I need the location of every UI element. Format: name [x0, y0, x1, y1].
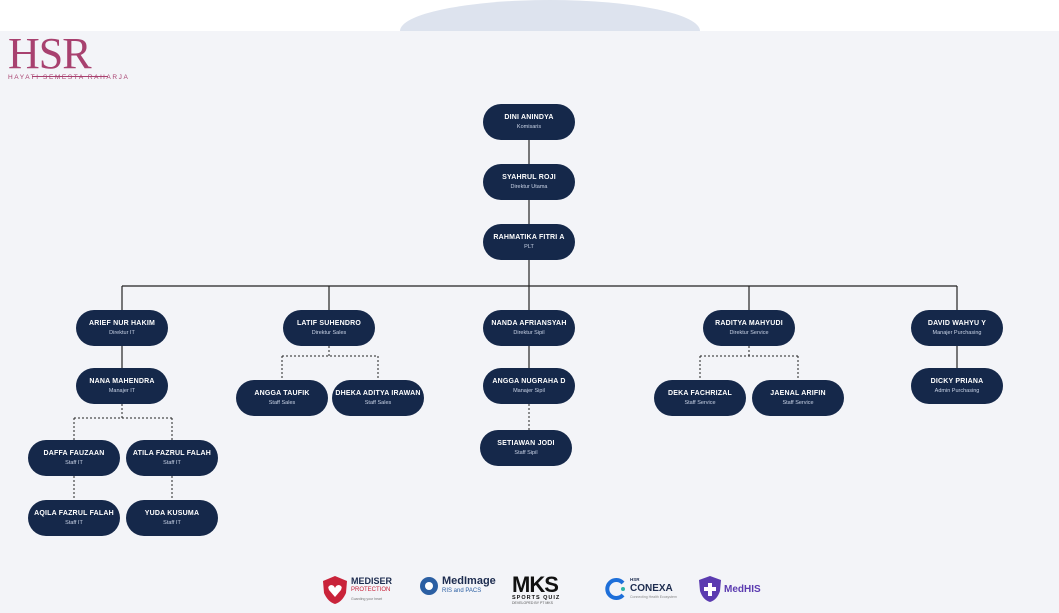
org-node-jaenal: JAENAL ARIFIN Staff Service	[752, 380, 844, 416]
person-role: Direktur Sales	[311, 330, 347, 336]
person-role: Staff IT	[163, 520, 181, 526]
mediser-tag: Guarding your heart	[351, 596, 383, 601]
conexa-logo: HSR CONEXA Connecting Health Ecosystem	[605, 575, 677, 602]
person-name: DEKA FACHRIZAL	[668, 390, 732, 397]
org-node-arief: ARIEF NUR HAKIM Direktur IT	[76, 310, 168, 346]
conexa-name: CONEXA	[630, 583, 673, 594]
person-name: NANA MAHENDRA	[89, 378, 155, 385]
person-role: Direktur IT	[109, 330, 135, 336]
mks-tag: DEVELOPED BY PT MKS	[512, 601, 553, 605]
org-node-setiawan: SETIAWAN JODI Staff Sipil	[480, 430, 572, 466]
person-name: ANGGA TAUFIK	[254, 390, 310, 397]
person-name: LATIF SUHENDRO	[296, 320, 362, 327]
logo-underline	[32, 76, 108, 77]
scanner-icon	[420, 577, 438, 595]
person-role: Direktur Utama	[510, 184, 548, 190]
person-name: DICKY PRIANA	[930, 378, 984, 385]
org-node-aqila: AQILA FAZRUL FALAH Staff IT	[28, 500, 120, 536]
medhis-name: MedHIS	[724, 583, 761, 595]
person-name: AQILA FAZRUL FALAH	[34, 510, 114, 517]
org-node-yuda: YUDA KUSUMA Staff IT	[126, 500, 218, 536]
shield-cross-icon	[699, 576, 721, 602]
org-node-nanda: NANDA AFRIANSYAH Direktur Sipil	[483, 310, 575, 346]
org-node-dheka: DHEKA ADITYA IRAWAN Staff Sales	[332, 380, 424, 416]
person-name: DINI ANINDYA	[504, 114, 554, 121]
person-role: PLT	[524, 244, 534, 250]
org-node-angga-n: ANGGA NUGRAHA D Manajer Sipil	[483, 368, 575, 404]
mediser-name: MEDISER	[351, 575, 393, 586]
org-node-deka: DEKA FACHRIZAL Staff Service	[654, 380, 746, 416]
person-role: Staff Service	[782, 400, 814, 406]
org-node-david: DAVID WAHYU Y Manajer Purchasing	[911, 310, 1003, 346]
mks-sub: SPORTS QUIZ	[512, 595, 561, 601]
mks-logo: MKS SPORTS QUIZ DEVELOPED BY PT MKS	[512, 572, 561, 606]
org-node-latif: LATIF SUHENDRO Direktur Sales	[283, 310, 375, 346]
person-name: RAHMATIKA FITRI A	[493, 234, 565, 241]
person-role: Staff Sipil	[514, 450, 538, 456]
person-name: RADITYA MAHYUDI	[715, 320, 783, 327]
org-node-dini: DINI ANINDYA Komisaris	[483, 104, 575, 140]
person-role: Staff Sales	[268, 400, 296, 406]
person-role: Staff IT	[65, 520, 83, 526]
medimage-name: MedImage	[442, 575, 496, 587]
conexa-c-icon	[605, 577, 625, 600]
person-role: Admin Purchasing	[934, 388, 980, 394]
org-node-dicky: DICKY PRIANA Admin Purchasing	[911, 368, 1003, 404]
company-name: HAYATI SEMESTA RAHARJA	[8, 74, 130, 81]
person-role: Manajer Sipil	[513, 388, 545, 394]
person-role: Staff IT	[65, 460, 83, 466]
person-name: SYAHRUL ROJI	[502, 174, 556, 181]
medhis-logo: MedHIS	[698, 575, 761, 603]
partner-logos: MEDISER PROTECTION Guarding your heart M…	[0, 572, 1059, 612]
person-role: Staff Sales	[364, 400, 392, 406]
person-name: DAFFA FAUZAAN	[43, 450, 105, 457]
medimage-logo: MedImage RIS and PACS	[419, 575, 496, 597]
person-name: SETIAWAN JODI	[497, 440, 555, 447]
person-name: NANDA AFRIANSYAH	[491, 320, 567, 327]
org-node-nana: NANA MAHENDRA Manajer IT	[76, 368, 168, 404]
person-name: ANGGA NUGRAHA D	[492, 378, 566, 385]
person-name: YUDA KUSUMA	[144, 510, 200, 517]
conexa-pre: HSR	[630, 577, 640, 582]
org-node-rahmatika: RAHMATIKA FITRI A PLT	[483, 224, 575, 260]
mediser-sub: PROTECTION	[351, 586, 391, 593]
person-name: DHEKA ADITYA IRAWAN	[335, 390, 421, 397]
person-role: Manajer IT	[108, 388, 136, 394]
person-role: Staff Service	[684, 400, 716, 406]
person-role: Direktur Sipil	[513, 330, 545, 336]
mks-name: MKS	[512, 572, 559, 597]
shield-heart-icon	[323, 576, 347, 604]
org-node-atila: ATILA FAZRUL FALAH Staff IT	[126, 440, 218, 476]
mediser-logo: MEDISER PROTECTION Guarding your heart	[322, 575, 392, 605]
person-name: ARIEF NUR HAKIM	[89, 320, 155, 327]
company-logo: HSR HAYATI SEMESTA RAHARJA	[8, 29, 130, 82]
person-role: Staff IT	[163, 460, 181, 466]
person-name: DAVID WAHYU Y	[927, 320, 987, 327]
org-node-syahrul: SYAHRUL ROJI Direktur Utama	[483, 164, 575, 200]
conexa-tag: Connecting Health Ecosystem	[630, 595, 677, 599]
org-node-angga-t: ANGGA TAUFIK Staff Sales	[236, 380, 328, 416]
org-node-daffa: DAFFA FAUZAAN Staff IT	[28, 440, 120, 476]
person-name: JAENAL ARIFIN	[770, 390, 826, 397]
org-node-raditya: RADITYA MAHYUDI Direktur Service	[703, 310, 795, 346]
company-logo-mark: HSR	[8, 29, 92, 78]
person-name: ATILA FAZRUL FALAH	[132, 450, 212, 457]
person-role: Komisaris	[516, 124, 542, 130]
person-role: Direktur Service	[729, 330, 769, 336]
person-role: Manajer Purchasing	[932, 330, 982, 336]
medimage-sub: RIS and PACS	[442, 588, 482, 594]
